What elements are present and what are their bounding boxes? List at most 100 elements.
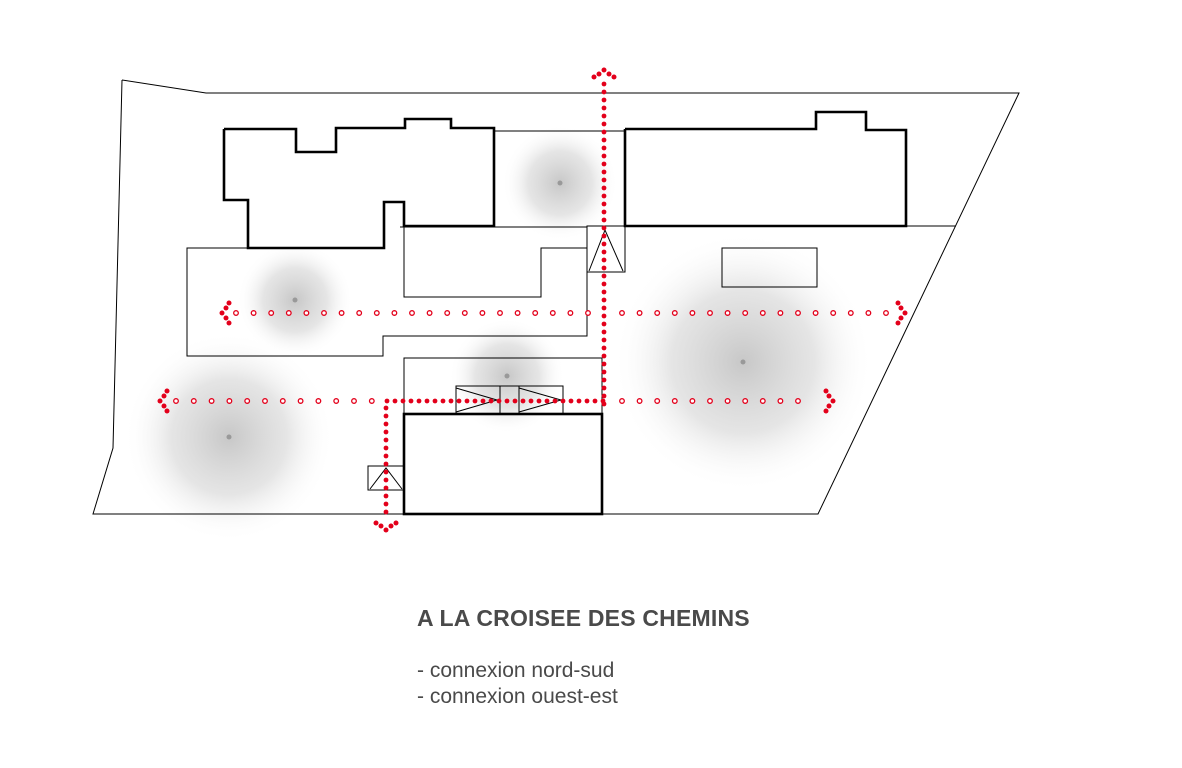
upper-west-east-path-dot (883, 310, 889, 316)
north-south-path-dot (601, 361, 607, 367)
south-branch-path-dot (383, 437, 389, 443)
upper-west-east-path-dot (689, 310, 696, 316)
arrow-left-icon (157, 388, 170, 414)
entrance-marker-box (586, 225, 626, 273)
lower-west-east-path-dot (504, 398, 510, 404)
south-branch-path-dot (383, 509, 389, 515)
building-west (222, 117, 496, 250)
arrow-up-icon-dot (611, 74, 617, 80)
upper-west-east-path-dot (233, 310, 239, 316)
lower-west-east-path-dot (208, 398, 215, 404)
upper-west-east-path-dot (303, 310, 310, 316)
north-south-path-dot (601, 233, 607, 239)
lower-west-east-path-dot (636, 398, 643, 404)
arrow-down-icon-dot (383, 527, 389, 533)
lower-west-east-path-dot (795, 398, 801, 404)
circulation-paths (157, 67, 908, 533)
north-south-path-dot (601, 177, 607, 183)
lower-west-east-path-dot (496, 398, 502, 404)
upper-west-east-path-dot (373, 310, 380, 316)
upper-west-east-path-dot (514, 310, 521, 316)
arrow-up-icon (591, 67, 617, 80)
tree-trunk-dot (292, 297, 298, 303)
upper-west-east-path-dot (865, 310, 872, 316)
arrow-up-icon-dot (596, 71, 602, 77)
arrow-up-icon-dot (591, 74, 597, 80)
north-south-path-dot (601, 385, 607, 391)
tree-trunk-dot (740, 359, 746, 365)
lower-west-east-path-dot (552, 398, 558, 404)
upper-west-east-path-dot (426, 310, 433, 316)
upper-west-east-path-dot (707, 310, 713, 316)
north-south-path-dot (601, 393, 607, 399)
north-south-path-dot (601, 345, 607, 351)
lower-west-east-path-dot (416, 398, 422, 404)
arrow-right-icon-dot (823, 408, 829, 414)
upper-west-east-path-dot (268, 310, 275, 316)
arrow-left-icon (219, 300, 232, 326)
lower-west-east-path-dot (408, 398, 414, 404)
lower-west-east-path-dot (244, 398, 251, 404)
north-south-path-dot (601, 257, 607, 263)
triangle-marker-icon (369, 467, 403, 490)
tree-trunk-dot (557, 180, 563, 186)
arrow-right-icon-dot (826, 403, 832, 409)
trees (124, 125, 873, 542)
arrow-left-icon-dot (223, 315, 229, 321)
upper-west-east-path-dot (479, 310, 486, 316)
south-branch-path-dot (383, 469, 389, 475)
north-south-path-dot (601, 113, 607, 119)
lower-west-east-path-dot (226, 398, 233, 404)
north-south-path-dot (601, 369, 607, 375)
upper-west-east-path-dot (444, 310, 451, 316)
north-south-path-dot (601, 297, 607, 303)
lower-west-east-path-dot (315, 398, 322, 404)
north-south-path-dot (601, 281, 607, 287)
lower-west-east-path-dot (536, 398, 542, 404)
building-south (402, 412, 604, 516)
south-branch-path-dot (383, 429, 389, 435)
arrow-left-icon-dot (157, 398, 163, 404)
lower-west-east-path-dot (560, 398, 566, 404)
upper-west-east-path-dot (250, 310, 257, 316)
arrow-down-icon-dot (393, 520, 399, 526)
lower-west-east-path-dot (528, 398, 534, 404)
north-south-path-dot (601, 241, 607, 247)
connection-list: - connexion nord-sud - connexion ouest-e… (417, 658, 618, 710)
arrow-down-icon-dot (388, 523, 394, 529)
lower-west-east-path-dot (472, 398, 478, 404)
lower-west-east-path-dot (297, 398, 304, 404)
north-south-path-dot (601, 353, 607, 359)
connection-west-east: - connexion ouest-est (417, 685, 618, 708)
tree-trunk-dot (504, 373, 510, 379)
north-south-path-dot (601, 289, 607, 295)
lower-west-east-path-dot (440, 398, 446, 404)
upper-west-east-path-dot (321, 310, 327, 316)
north-south-path-dot (601, 169, 607, 175)
north-south-path-dot (601, 217, 607, 223)
lower-west-east-path-dot (707, 398, 713, 404)
upper-west-east-path-dot (497, 310, 503, 316)
arrow-left-icon-dot (164, 388, 170, 394)
arrow-left-icon-dot (226, 300, 232, 306)
north-south-path-dot (601, 97, 607, 103)
arrow-right-icon-dot (830, 398, 836, 404)
lower-west-east-path-dot (384, 398, 390, 404)
upper-west-east-path-dot (671, 310, 678, 316)
upper-west-east-path-dot (742, 310, 749, 316)
arrow-left-icon-dot (219, 310, 225, 316)
north-south-path-dot (601, 89, 607, 95)
upper-west-east-path-dot (285, 310, 292, 316)
north-south-path-dot (601, 225, 607, 231)
lower-west-east-path-dot (432, 398, 438, 404)
north-south-path-dot (601, 305, 607, 311)
upper-west-east-path-dot (532, 310, 539, 316)
north-south-path-dot (601, 129, 607, 135)
arrow-right-icon-dot (895, 300, 901, 306)
upper-west-east-path-dot (795, 310, 801, 316)
north-south-path-dot (601, 209, 607, 215)
tree-trunk-dot (226, 434, 232, 440)
annex-building (721, 247, 818, 288)
north-south-path-dot (601, 81, 607, 87)
